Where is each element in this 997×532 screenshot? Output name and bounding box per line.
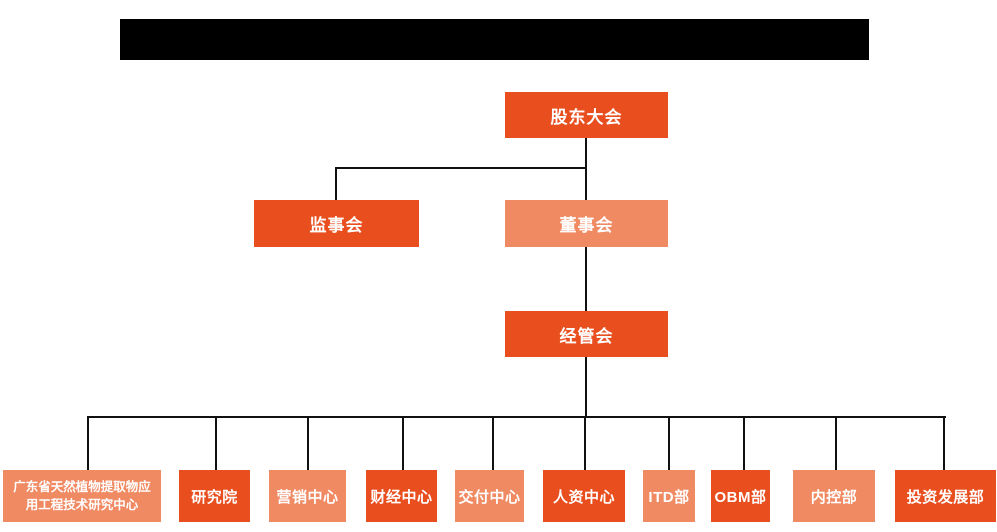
connector-root-to-board — [585, 138, 587, 200]
connector-bus-horizontal — [88, 416, 946, 418]
org-node-board-of-directors: 董事会 — [505, 200, 668, 247]
connector-drop — [492, 416, 494, 470]
redacted-title-bar — [120, 19, 869, 60]
connector-drop — [943, 416, 945, 470]
connector-drop — [743, 416, 745, 470]
connector-drop — [215, 416, 217, 470]
connector-drop — [584, 416, 586, 470]
org-node-marketing-center: 营销中心 — [269, 470, 346, 522]
connector-mgmt-to-bus — [585, 357, 587, 417]
org-node-internal-control-dept: 内控部 — [793, 470, 875, 522]
org-node-obm-dept: OBM部 — [711, 470, 770, 522]
org-node-management-committee: 经管会 — [505, 311, 668, 357]
org-node-itd-dept: ITD部 — [643, 470, 695, 522]
org-node-hr-center: 人资中心 — [543, 470, 625, 522]
org-node-delivery-center: 交付中心 — [455, 470, 524, 522]
connector-drop — [668, 416, 670, 470]
connector-branch-horizontal — [335, 167, 587, 169]
connector-to-supervisory — [335, 167, 337, 200]
org-node-investment-dev-dept: 投资发展部 — [895, 470, 996, 522]
org-node-research-institute: 研究院 — [179, 470, 250, 522]
org-node-research-center: 广东省天然植物提取物应用工程技术研究中心 — [3, 470, 161, 522]
org-node-finance-center: 财经中心 — [366, 470, 437, 522]
connector-drop — [835, 416, 837, 470]
org-node-shareholders-meeting: 股东大会 — [505, 92, 668, 138]
connector-drop — [307, 416, 309, 470]
org-node-supervisory-board: 监事会 — [254, 200, 419, 247]
connector-drop — [87, 416, 89, 470]
connector-drop — [402, 416, 404, 470]
connector-board-to-mgmt — [585, 246, 587, 312]
